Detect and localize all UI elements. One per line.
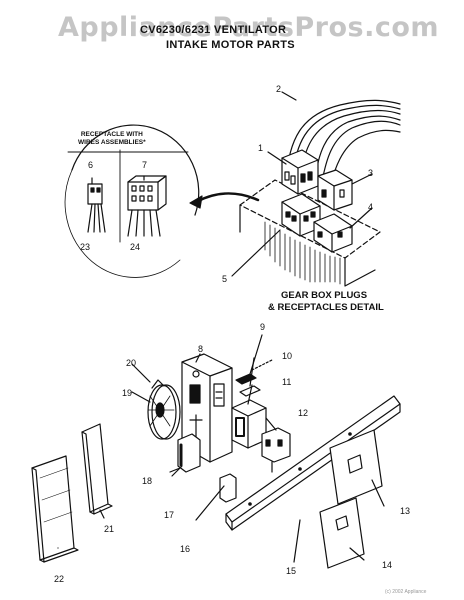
callout-label-line1: RECEPTACLE WITH [80,131,143,138]
diagram-title: CV6230/6231 VENTILATOR [140,24,287,36]
cover-plate-13 [329,429,383,505]
callout-detail [64,124,200,278]
part-number-2: 2 [276,84,281,94]
part-number-6: 6 [88,160,93,170]
housing-11 [231,399,267,449]
part-number-9: 9 [260,322,265,332]
part-number-7: 7 [142,160,147,170]
part-number-4: 4 [368,202,373,212]
part-number-22: 22 [54,574,64,584]
part-number-13: 13 [400,506,410,516]
part-number-5: 5 [222,274,227,284]
detail-caption-line1: GEAR BOX PLUGS [281,290,368,301]
motor-bracket-8 [181,353,233,463]
part-number-11: 11 [282,377,291,387]
part-number-16: 16 [180,544,190,554]
gear-box-panel [239,179,381,287]
mount-16 [219,473,237,503]
part-number-15: 15 [286,566,296,576]
part-number-18: 18 [142,476,152,486]
pointer-arrow [194,192,260,204]
part-number-19: 19 [122,388,132,398]
receptacle-4 [313,213,353,253]
part-number-20: 20 [126,358,136,368]
part-number-24: 24 [130,242,140,252]
callout-label-line2: WIRES ASSEMBLIES* [78,139,146,146]
switch-17 [177,433,201,473]
plug-3 [317,169,353,211]
part-number-12: 12 [298,408,308,418]
filter-21 [81,423,113,515]
detail-caption-line2: & RECEPTACLES DETAIL [268,302,384,313]
part-number-21: 21 [104,524,114,534]
plug-1 [281,149,319,195]
part-number-10: 10 [282,351,292,361]
part-number-8: 8 [198,344,203,354]
part-number-labels: 1 2 3 4 5 6 7 8 9 10 11 12 13 14 15 16 1… [54,84,410,584]
watermark: AppliancePartsPros.com [58,12,440,43]
part-number-23: 23 [80,242,90,252]
part-number-17: 17 [164,510,174,520]
part-number-14: 14 [382,560,392,570]
clip-9-10 [235,359,273,397]
arrow-head [189,195,203,209]
copyright-note: (c) 2002 Appliance [385,589,427,595]
diagram-subtitle: INTAKE MOTOR PARTS [166,39,295,51]
motor-wheel-19 [147,379,181,440]
callout-label: RECEPTACLE WITH WIRES ASSEMBLIES* [78,131,146,147]
cover-plate-14 [319,497,365,569]
long-panel-15 [225,395,401,531]
filter-22 [31,455,79,563]
part-number-1: 1 [258,143,263,153]
part-number-3: 3 [368,168,373,178]
connector-12 [261,427,291,473]
